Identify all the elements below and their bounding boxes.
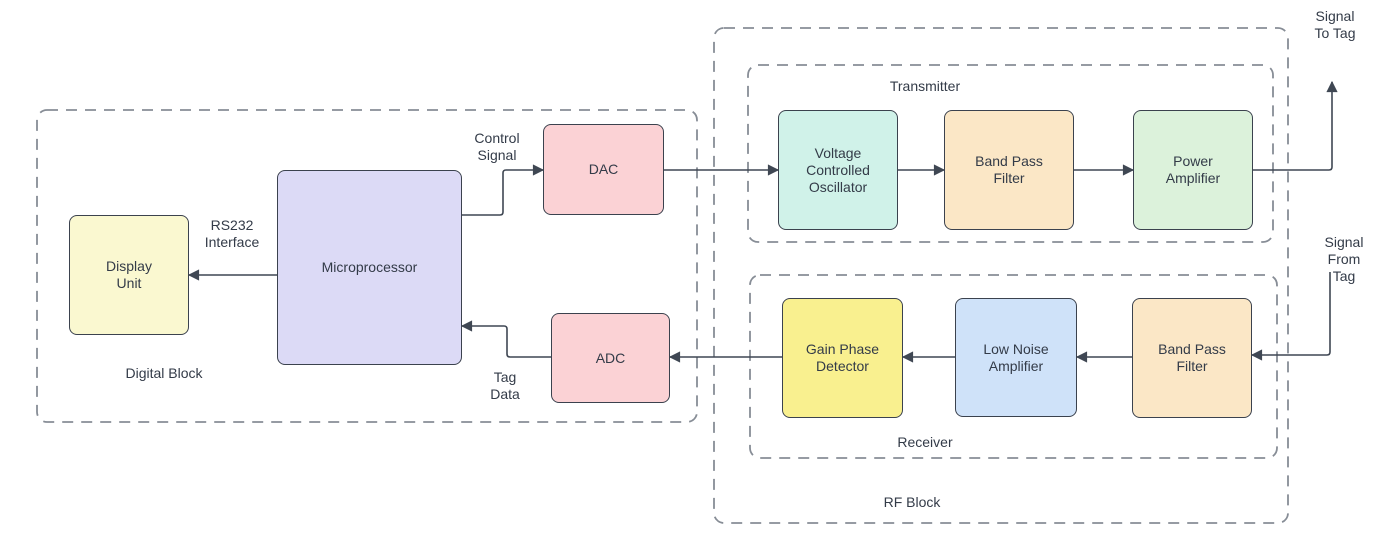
display-unit-label: Display Unit [106,258,152,291]
connector-microprocessor-to-dac [462,164,545,216]
rf-block-outline [713,27,1289,524]
receiver-label: Receiver [897,434,953,450]
transmitter-outline [747,64,1274,243]
node-gain-phase-detector: Gain Phase Detector [782,298,903,418]
low-noise-amplifier-label: Low Noise Amplifier [983,340,1049,374]
node-microprocessor: Microprocessor [277,170,462,365]
transmitter-label: Transmitter [889,78,961,94]
power-amplifier-label: Power Amplifier [1165,153,1221,186]
connector-adc-to-microprocessor [460,320,551,358]
vco-label: Voltage Controlled Oscillator [806,144,870,195]
node-band-pass-filter-rx: Band Pass Filter [1132,298,1252,418]
tag-data-label: Tag Data [490,369,520,402]
microprocessor-label: Microprocessor [321,259,418,275]
signal-to-tag-label: Signal To Tag [1314,8,1356,41]
node-display-unit: Display Unit [69,215,189,335]
band-pass-filter-rx-label: Band Pass Filter [1158,341,1226,374]
digital-block-outline [36,109,698,423]
connector-signal-from-tag-to-band-pass-filter [1250,272,1331,361]
adc-label: ADC [595,349,626,366]
digital-block-label: Digital Block [125,365,203,381]
gain-phase-detector-label: Gain Phase Detector [805,341,880,374]
rf-block-label: RF Block [883,494,941,510]
node-band-pass-filter-tx: Band Pass Filter [944,110,1074,230]
rs232-interface-label: RS232 Interface [204,217,260,250]
control-signal-label: Control Signal [474,130,520,163]
dac-label: DAC [588,161,619,177]
node-voltage-controlled-oscillator: Voltage Controlled Oscillator [778,110,898,230]
connector-power-amplifier-to-signal-to-tag [1253,80,1338,171]
signal-from-tag-label: Signal From Tag [1324,234,1364,284]
receiver-outline [749,274,1278,459]
node-dac: DAC [543,124,664,215]
node-adc: ADC [551,313,670,403]
node-power-amplifier: Power Amplifier [1133,110,1253,230]
band-pass-filter-tx-label: Band Pass Filter [975,153,1043,186]
node-low-noise-amplifier: Low Noise Amplifier [955,298,1077,417]
